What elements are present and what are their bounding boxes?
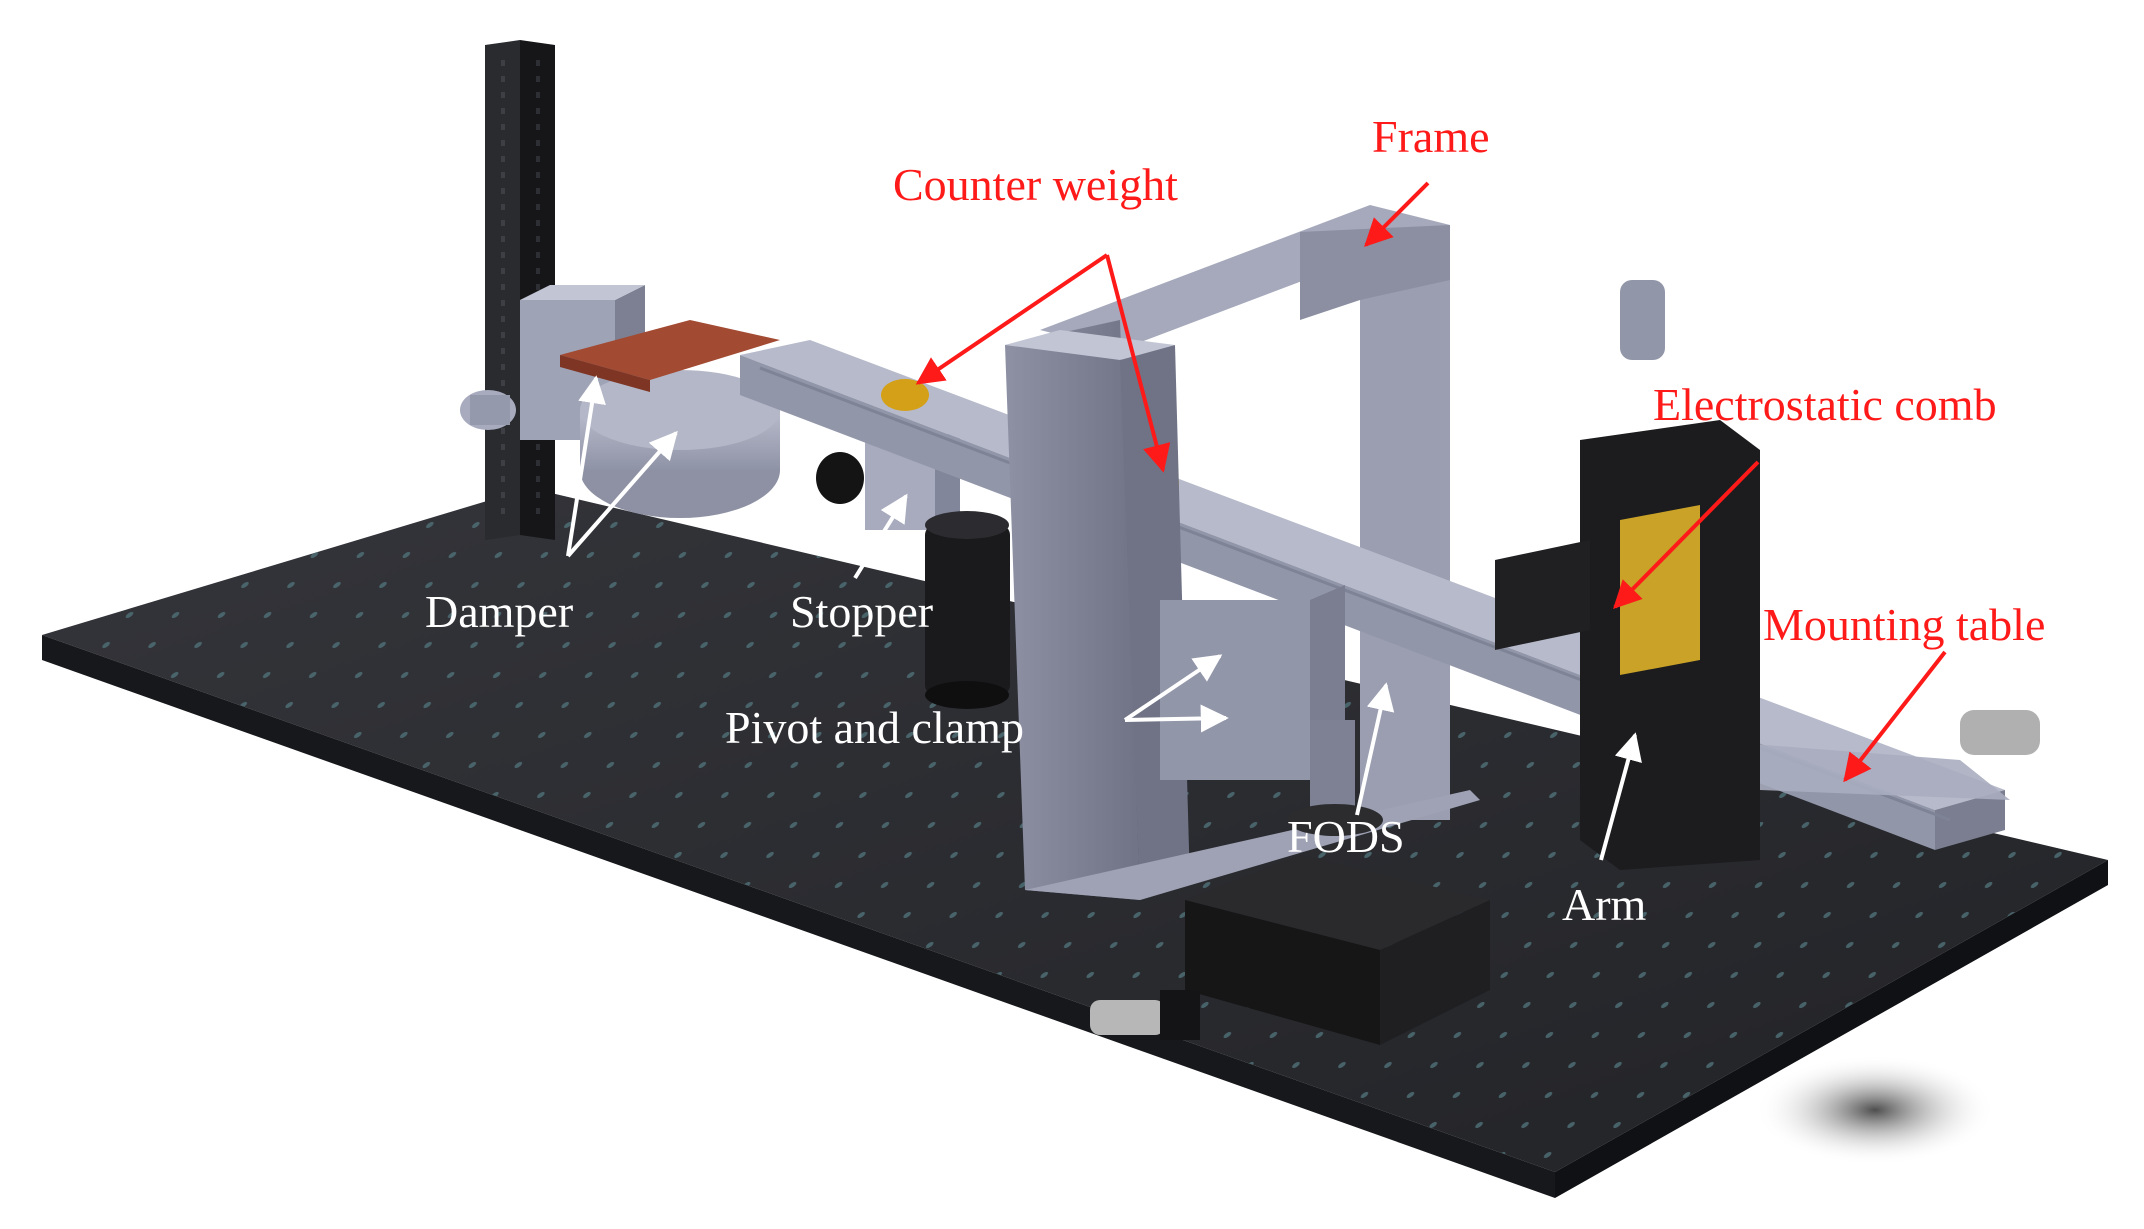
label-pivot-and-clamp: Pivot and clamp	[725, 702, 1024, 753]
label-stopper: Stopper	[790, 586, 933, 637]
arrow-pivot-1	[1123, 654, 1223, 722]
arrow-electrostatic-comb	[1613, 460, 1760, 609]
label-arm: Arm	[1562, 879, 1647, 930]
arrow-frame	[1364, 181, 1430, 247]
damper-assembly	[460, 285, 780, 518]
callout-arrows	[566, 181, 1947, 861]
arrow-damper-1	[566, 375, 606, 557]
arrow-counter-weight-2	[1105, 254, 1171, 473]
arrow-damper-2	[566, 430, 678, 558]
label-mounting-table: Mounting table	[1763, 599, 2045, 650]
frame-back	[1040, 205, 1450, 820]
arrow-arm	[1599, 732, 1642, 861]
floor-shadow	[1755, 1055, 1995, 1165]
label-damper: Damper	[425, 586, 573, 637]
arrow-mounting-table	[1843, 650, 1947, 783]
label-electrostatic-comb: Electrostatic comb	[1653, 379, 1997, 430]
arrow-counter-weight-1	[915, 253, 1109, 385]
arrow-pivot-2	[1124, 704, 1229, 733]
label-counter-weight: Counter weight	[893, 159, 1178, 210]
arrow-fods	[1355, 682, 1395, 816]
label-fods: FODS	[1287, 811, 1405, 862]
label-frame: Frame	[1372, 111, 1490, 162]
fods-stage	[1090, 720, 1490, 1045]
arrow-stopper	[853, 493, 908, 580]
